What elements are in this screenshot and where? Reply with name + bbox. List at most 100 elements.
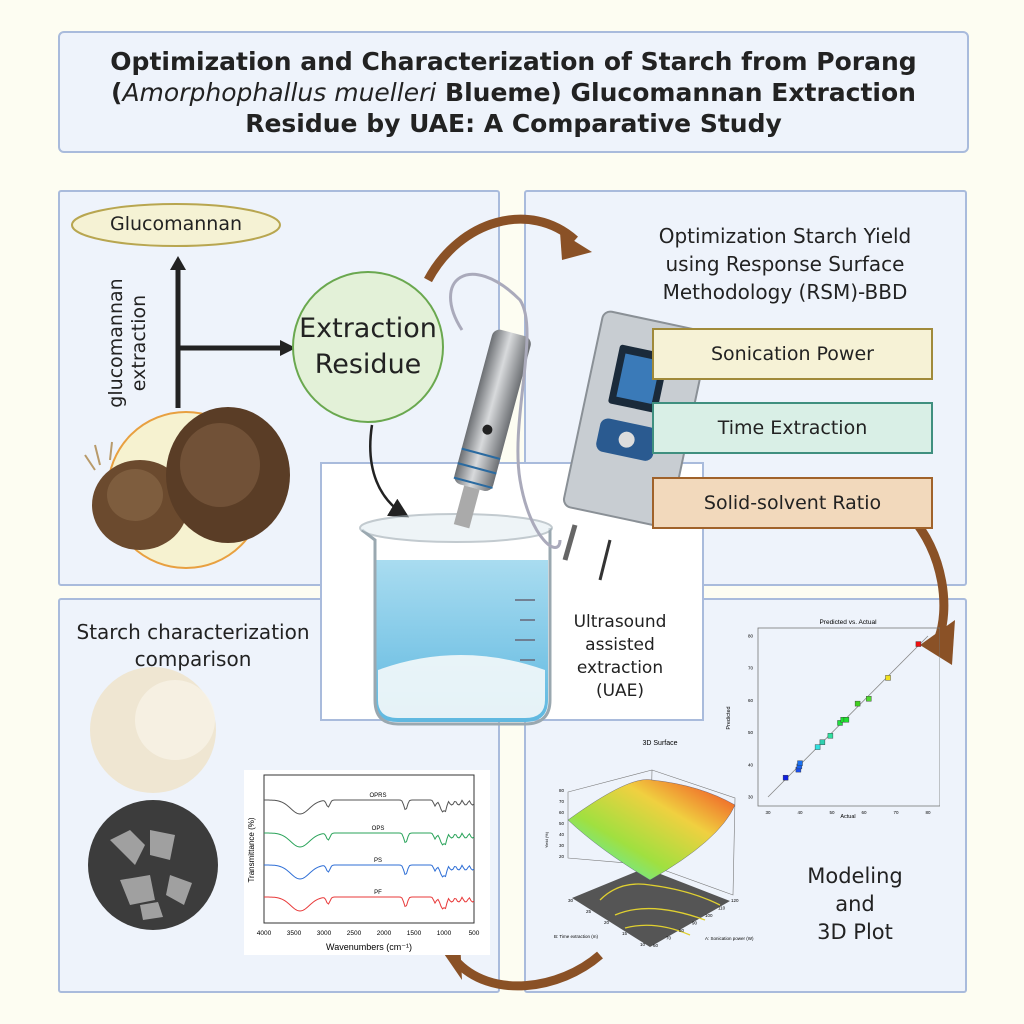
- surface-zlabel: Yield (%): [544, 831, 549, 848]
- pva-point: [866, 696, 872, 702]
- ftir-series-line: [264, 896, 475, 912]
- pva-point: [854, 700, 861, 707]
- pva-point: [814, 744, 821, 750]
- ftir-xtick: 3500: [287, 930, 302, 937]
- ftir-series-label: OPRS: [369, 793, 386, 799]
- ftir-ylabel: Transmittance (%): [247, 817, 256, 882]
- vertical-label-line-2: extraction: [128, 294, 150, 392]
- ftir-xtick: 2500: [347, 930, 362, 937]
- ftir-xtick: 1000: [437, 930, 452, 937]
- surface-ztick: 80: [559, 788, 565, 793]
- ftir-xtick: 4000: [257, 930, 272, 937]
- surface-ztick: 50: [559, 821, 565, 826]
- ftir-xlabel: Wavenumbers (cm⁻¹): [326, 942, 412, 952]
- pva-fit-line: [767, 635, 929, 798]
- surface-ytick: 30: [568, 898, 574, 903]
- glucomannan-extraction-label: glucomannan extraction: [105, 263, 151, 423]
- pva-ylabel: Predicted: [726, 706, 732, 729]
- pva-point: [885, 675, 891, 681]
- factor-time-extraction: Time Extraction: [652, 402, 933, 454]
- characterization-heading-line-1: Starch characterization: [76, 620, 310, 644]
- pva-ytick: 60: [748, 698, 754, 703]
- pva-point: [843, 717, 850, 723]
- pva-title: Predicted vs. Actual: [819, 619, 877, 626]
- title-line-1: Optimization and Characterization of Sta…: [110, 46, 917, 76]
- uae-line-2: assisted: [585, 635, 655, 655]
- ftir-series-label: PF: [374, 890, 382, 896]
- surface-mesh: [567, 779, 736, 881]
- surface-xtick: 70: [666, 936, 672, 941]
- surface-xlabel: A: Sonication power (W): [705, 936, 754, 941]
- optimization-heading-line-1: Optimization Starch Yield: [658, 224, 912, 248]
- surface-xtick: 100: [705, 913, 713, 918]
- ftir-series-line: [264, 832, 475, 848]
- ftir-xtick: 1500: [407, 930, 422, 937]
- pva-xtick: 70: [893, 810, 899, 815]
- surface-floor: [572, 868, 730, 947]
- pva-xtick: 30: [765, 810, 771, 815]
- ftir-frame: [263, 774, 475, 924]
- title-paren: (: [111, 77, 123, 107]
- glucomannan-label: Glucomannan: [109, 213, 243, 235]
- modeling-line-2: and: [835, 892, 875, 916]
- arrow-to-optimization: [424, 214, 578, 283]
- ftir-xtick: 2000: [377, 930, 392, 937]
- beaker-illustration: [359, 513, 553, 726]
- ftir-series-label: OPS: [372, 826, 385, 832]
- optimization-heading-line-3: Methodology (RSM)-BBD: [662, 280, 908, 304]
- uae-line-1: Ultrasound: [573, 612, 667, 632]
- surface-xtick: 90: [692, 921, 698, 926]
- probe-cable: [449, 272, 562, 549]
- surface-ztick: 20: [559, 854, 565, 859]
- pva-point: [837, 720, 843, 726]
- surface-ztick: 70: [559, 799, 565, 804]
- pva-xtick: 80: [925, 810, 931, 815]
- pva-ytick: 40: [748, 762, 754, 767]
- title-box: Optimization and Characterization of Sta…: [58, 31, 969, 153]
- optimization-heading: Optimization Starch Yield using Response…: [624, 222, 946, 306]
- porang-tuber-image: [84, 407, 290, 569]
- surface-ytick: 25: [586, 909, 592, 914]
- pva-ytick: 70: [748, 666, 754, 671]
- pva-point: [819, 739, 826, 745]
- ftir-xtick: 500: [469, 930, 480, 937]
- surface-ztick: 60: [559, 810, 565, 815]
- ftir-series-line: [264, 799, 475, 815]
- species-name: Amorphophallus muelleri: [122, 77, 437, 107]
- pva-ytick: 30: [748, 795, 754, 800]
- surface-ytick: 15: [622, 931, 628, 936]
- glucomannan-ellipse: [71, 203, 281, 247]
- pva-ytick: 80: [748, 634, 754, 639]
- ftir-series-label: PS: [374, 858, 382, 864]
- ftir-series-line: [264, 864, 475, 880]
- surface-ztick: 40: [559, 832, 565, 837]
- ultrasound-probe-illustration: [453, 329, 531, 529]
- factor-sonication-power: Sonication Power: [652, 328, 933, 380]
- characterization-heading: Starch characterization comparison: [68, 619, 318, 673]
- surface-ytick: 20: [604, 920, 610, 925]
- surface-xtick: 120: [731, 898, 739, 903]
- residue-line-2: Residue: [314, 349, 422, 380]
- pva-xlabel: Actual: [840, 814, 855, 820]
- surface-title: 3D Surface: [642, 740, 677, 747]
- modeling-line-1: Modeling: [807, 864, 903, 888]
- title-line-2-rest: Blueme) Glucomannan Extraction: [436, 77, 916, 107]
- factor-solid-solvent-ratio: Solid-solvent Ratio: [652, 477, 933, 529]
- surface-xtick: 60: [653, 943, 659, 948]
- pva-xtick: 50: [829, 810, 835, 815]
- arrow-up-icon: [170, 256, 186, 270]
- surface-ztick: 30: [559, 843, 565, 848]
- characterization-heading-line-2: comparison: [134, 647, 252, 671]
- pva-point: [827, 733, 834, 739]
- title-line-3: Residue by UAE: A Comparative Study: [245, 108, 782, 138]
- surface-3d-chart: 3D Surface 20304050607080607080901001101…: [544, 740, 754, 948]
- extraction-residue-circle: [292, 271, 444, 423]
- arrow-right-icon: [280, 340, 296, 356]
- surface-ylabel: B: Time extraction (m): [554, 934, 599, 939]
- uae-line-4: (UAE): [595, 681, 645, 701]
- vertical-label-line-1: glucomannan: [105, 278, 127, 408]
- uae-label: Ultrasound assisted extraction (UAE): [560, 611, 680, 703]
